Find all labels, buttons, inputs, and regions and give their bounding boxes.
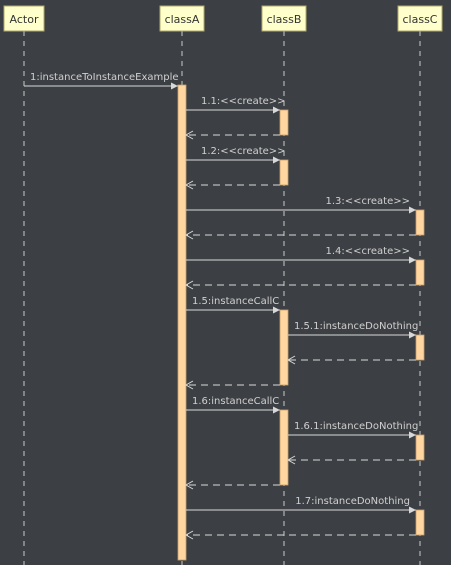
message-return	[286, 355, 416, 365]
activation-bar-classA	[177, 84, 187, 561]
open-arrowhead-icon	[286, 455, 296, 465]
open-arrowhead-icon	[184, 130, 194, 140]
arrowhead-icon	[273, 156, 280, 164]
open-arrowhead-icon	[286, 355, 296, 365]
arrowhead-icon	[273, 106, 280, 114]
arrowhead-icon	[409, 506, 416, 514]
open-arrowhead-icon	[184, 380, 194, 390]
message-call: 1.6:instanceCallC	[186, 396, 280, 414]
message-return	[286, 455, 416, 465]
message-return	[184, 380, 280, 390]
arrowhead-icon	[409, 331, 416, 339]
message-call: 1.7:instanceDoNothing	[186, 496, 416, 514]
messages-layer: 1:instanceToInstanceExample 1.1:<<create>…	[24, 72, 418, 540]
message-call: 1.3:<<create>>	[186, 196, 416, 214]
headers-layer: Actor classA classB classC	[3, 5, 443, 32]
message-label: 1.2:<<create>>	[201, 146, 286, 157]
message-label: 1.6.1:instanceDoNothing	[294, 421, 418, 432]
arrowhead-icon	[171, 82, 178, 90]
message-return	[184, 180, 280, 190]
participant-classA: classA	[159, 5, 205, 32]
arrowhead-icon	[273, 306, 280, 314]
participant-classB: classB	[261, 5, 307, 32]
message-label: 1.3:<<create>>	[325, 196, 410, 207]
message-call: 1.4:<<create>>	[186, 246, 416, 264]
activation-bar-classB	[279, 309, 289, 386]
arrowhead-icon	[409, 431, 416, 439]
activation-bar-classC	[415, 509, 425, 536]
participant-box-actor	[3, 5, 45, 32]
activations-layer	[177, 84, 425, 561]
activation-bar-classB	[279, 409, 289, 486]
message-label: 1.5:instanceCallC	[192, 296, 279, 307]
arrowhead-icon	[273, 406, 280, 414]
participant-actor: Actor	[3, 5, 45, 32]
message-label: 1.6:instanceCallC	[192, 396, 279, 407]
message-label: 1.1:<<create>>	[201, 96, 286, 107]
message-return	[184, 480, 280, 490]
activation-bar-classC	[415, 259, 425, 286]
message-call: 1.5:instanceCallC	[186, 296, 280, 314]
message-label: 1:instanceToInstanceExample	[30, 72, 179, 83]
open-arrowhead-icon	[184, 280, 194, 290]
activation-bar-classC	[415, 334, 425, 361]
participant-classC: classC	[397, 5, 443, 32]
message-call: 1.5.1:instanceDoNothing	[288, 321, 418, 339]
participant-label-classB: classB	[267, 13, 302, 26]
participant-label-actor: Actor	[10, 13, 39, 26]
open-arrowhead-icon	[184, 230, 194, 240]
message-call: 1.6.1:instanceDoNothing	[288, 421, 418, 439]
activation-bar-classB	[279, 109, 289, 136]
activation-bar-classC	[415, 434, 425, 461]
arrowhead-icon	[409, 256, 416, 264]
message-label: 1.5.1:instanceDoNothing	[294, 321, 418, 332]
open-arrowhead-icon	[184, 480, 194, 490]
message-return	[184, 230, 416, 240]
open-arrowhead-icon	[184, 180, 194, 190]
arrowhead-icon	[409, 206, 416, 214]
participant-label-classA: classA	[165, 13, 200, 26]
participant-box-classB	[261, 5, 307, 32]
message-label: 1.7:instanceDoNothing	[295, 496, 410, 507]
message-call: 1.1:<<create>>	[186, 96, 286, 114]
open-arrowhead-icon	[184, 530, 194, 540]
message-call: 1:instanceToInstanceExample	[24, 72, 179, 90]
participant-label-classC: classC	[403, 13, 438, 26]
message-call: 1.2:<<create>>	[186, 146, 286, 164]
message-return	[184, 280, 416, 290]
message-label: 1.4:<<create>>	[325, 246, 410, 257]
message-return	[184, 130, 280, 140]
message-return	[184, 530, 416, 540]
participant-box-classC	[397, 5, 443, 32]
activation-bar-classB	[279, 159, 289, 186]
activation-bar-classC	[415, 209, 425, 236]
participant-box-classA	[159, 5, 205, 32]
